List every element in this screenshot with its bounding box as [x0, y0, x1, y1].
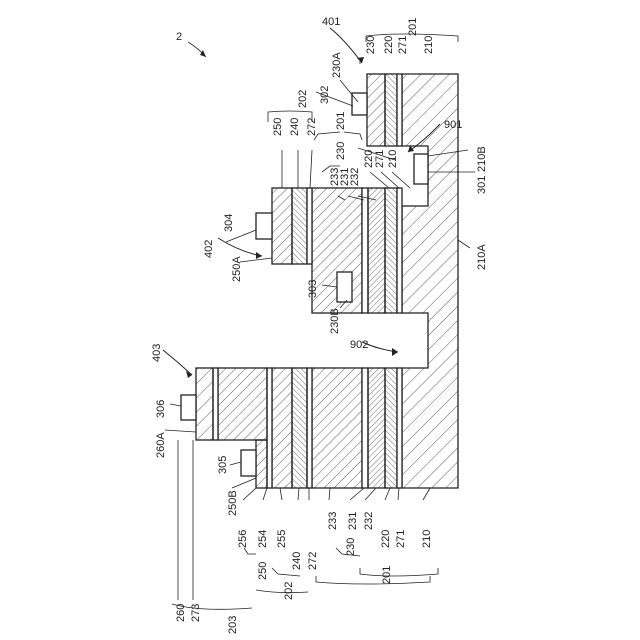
layer-250-mid: [272, 188, 292, 264]
arrow-401: [357, 57, 364, 63]
layer-230-top: [367, 74, 385, 146]
arrow-figure: [200, 50, 206, 57]
electrode-304: [256, 213, 272, 239]
label-bot-256: 256: [237, 530, 249, 548]
label-303: 303: [307, 280, 319, 298]
label-306: 306: [155, 400, 167, 418]
layer-232-mid: [368, 188, 385, 313]
label-mid-210: 210: [387, 150, 399, 168]
layer-256-upper: [218, 368, 267, 440]
label-opening-901: 901: [444, 119, 462, 131]
label-bot-254: 254: [257, 530, 269, 548]
layer-254-bot: [267, 368, 272, 488]
label-bot-group-203: 203: [227, 616, 239, 634]
label-301: 301: [476, 176, 488, 194]
label-top-230: 230: [365, 36, 377, 54]
layer-271-bot: [397, 368, 402, 488]
label-region-403: 403: [151, 344, 163, 362]
label-upper-272: 272: [306, 118, 318, 136]
label-bot-231: 231: [347, 512, 359, 530]
electrode-303: [337, 272, 352, 302]
label-304: 304: [223, 214, 235, 232]
label-bot-group-201: 201: [381, 566, 393, 584]
layer-231-mid: [362, 188, 368, 313]
label-302: 302: [319, 86, 331, 104]
label-230A: 230A: [331, 52, 343, 78]
label-mid-271: 271: [374, 150, 386, 168]
label-upper-201: 201: [335, 112, 347, 130]
layer-220-bot: [385, 368, 397, 488]
label-upper-250: 250: [272, 118, 284, 136]
label-bot-group-230: 230: [345, 538, 357, 556]
electrode-305: [241, 450, 256, 476]
label-top-210: 210: [423, 36, 435, 54]
label-bot-271: 271: [395, 530, 407, 548]
label-bot-233: 233: [327, 512, 339, 530]
layer-232-bot: [368, 368, 385, 488]
label-bot-210: 210: [421, 530, 433, 548]
label-230B: 230B: [329, 308, 341, 334]
label-figure-ref: 2: [176, 31, 182, 43]
label-210A: 210A: [476, 244, 488, 270]
label-mid-232: 232: [349, 168, 361, 186]
substrate-210-outline: [402, 74, 458, 488]
layer-271-mid: [397, 188, 402, 313]
label-upper-202: 202: [297, 90, 309, 108]
label-250B: 250B: [227, 490, 239, 516]
label-305: 305: [217, 456, 229, 474]
electrode-302: [352, 93, 367, 115]
arrow-402: [256, 252, 262, 259]
electrode-301: [414, 154, 428, 184]
label-260A: 260A: [155, 432, 167, 458]
layer-272-mid: [307, 188, 312, 264]
label-top-220: 220: [383, 36, 395, 54]
label-bot-260: 260: [175, 604, 187, 622]
layer-271-top: [397, 74, 402, 146]
label-bot-group-202: 202: [283, 582, 295, 600]
layer-231-bot: [362, 368, 368, 488]
label-top-271: 271: [397, 36, 409, 54]
label-210B: 210B: [476, 146, 488, 172]
electrode-306: [181, 395, 196, 420]
label-bot-272: 272: [307, 552, 319, 570]
label-region-402: 402: [203, 240, 215, 258]
label-upper-230: 230: [335, 142, 347, 160]
layer-240-bot: [292, 368, 307, 488]
label-region-401: 401: [322, 16, 340, 28]
arrow-902: [392, 348, 398, 356]
layer-272-bot: [307, 368, 312, 488]
label-bot-group-250: 250: [257, 562, 269, 580]
label-bot-240: 240: [291, 552, 303, 570]
label-bot-220: 220: [380, 530, 392, 548]
layer-220-mid: [385, 188, 397, 313]
layer-260-bot: [196, 368, 213, 440]
layer-255-bot: [272, 368, 292, 488]
layer-220-top: [385, 74, 397, 146]
label-250A: 250A: [231, 256, 243, 282]
layer-256-bot: [256, 440, 267, 488]
layer-273-bot: [213, 368, 218, 440]
label-bot-273: 273: [190, 604, 202, 622]
label-top-201: 201: [407, 18, 419, 36]
label-bot-232: 232: [363, 512, 375, 530]
label-upper-240: 240: [289, 118, 301, 136]
layer-233-bot: [312, 368, 362, 488]
label-bot-255: 255: [276, 530, 288, 548]
label-opening-902: 902: [350, 339, 368, 351]
layer-240-mid: [292, 188, 307, 264]
